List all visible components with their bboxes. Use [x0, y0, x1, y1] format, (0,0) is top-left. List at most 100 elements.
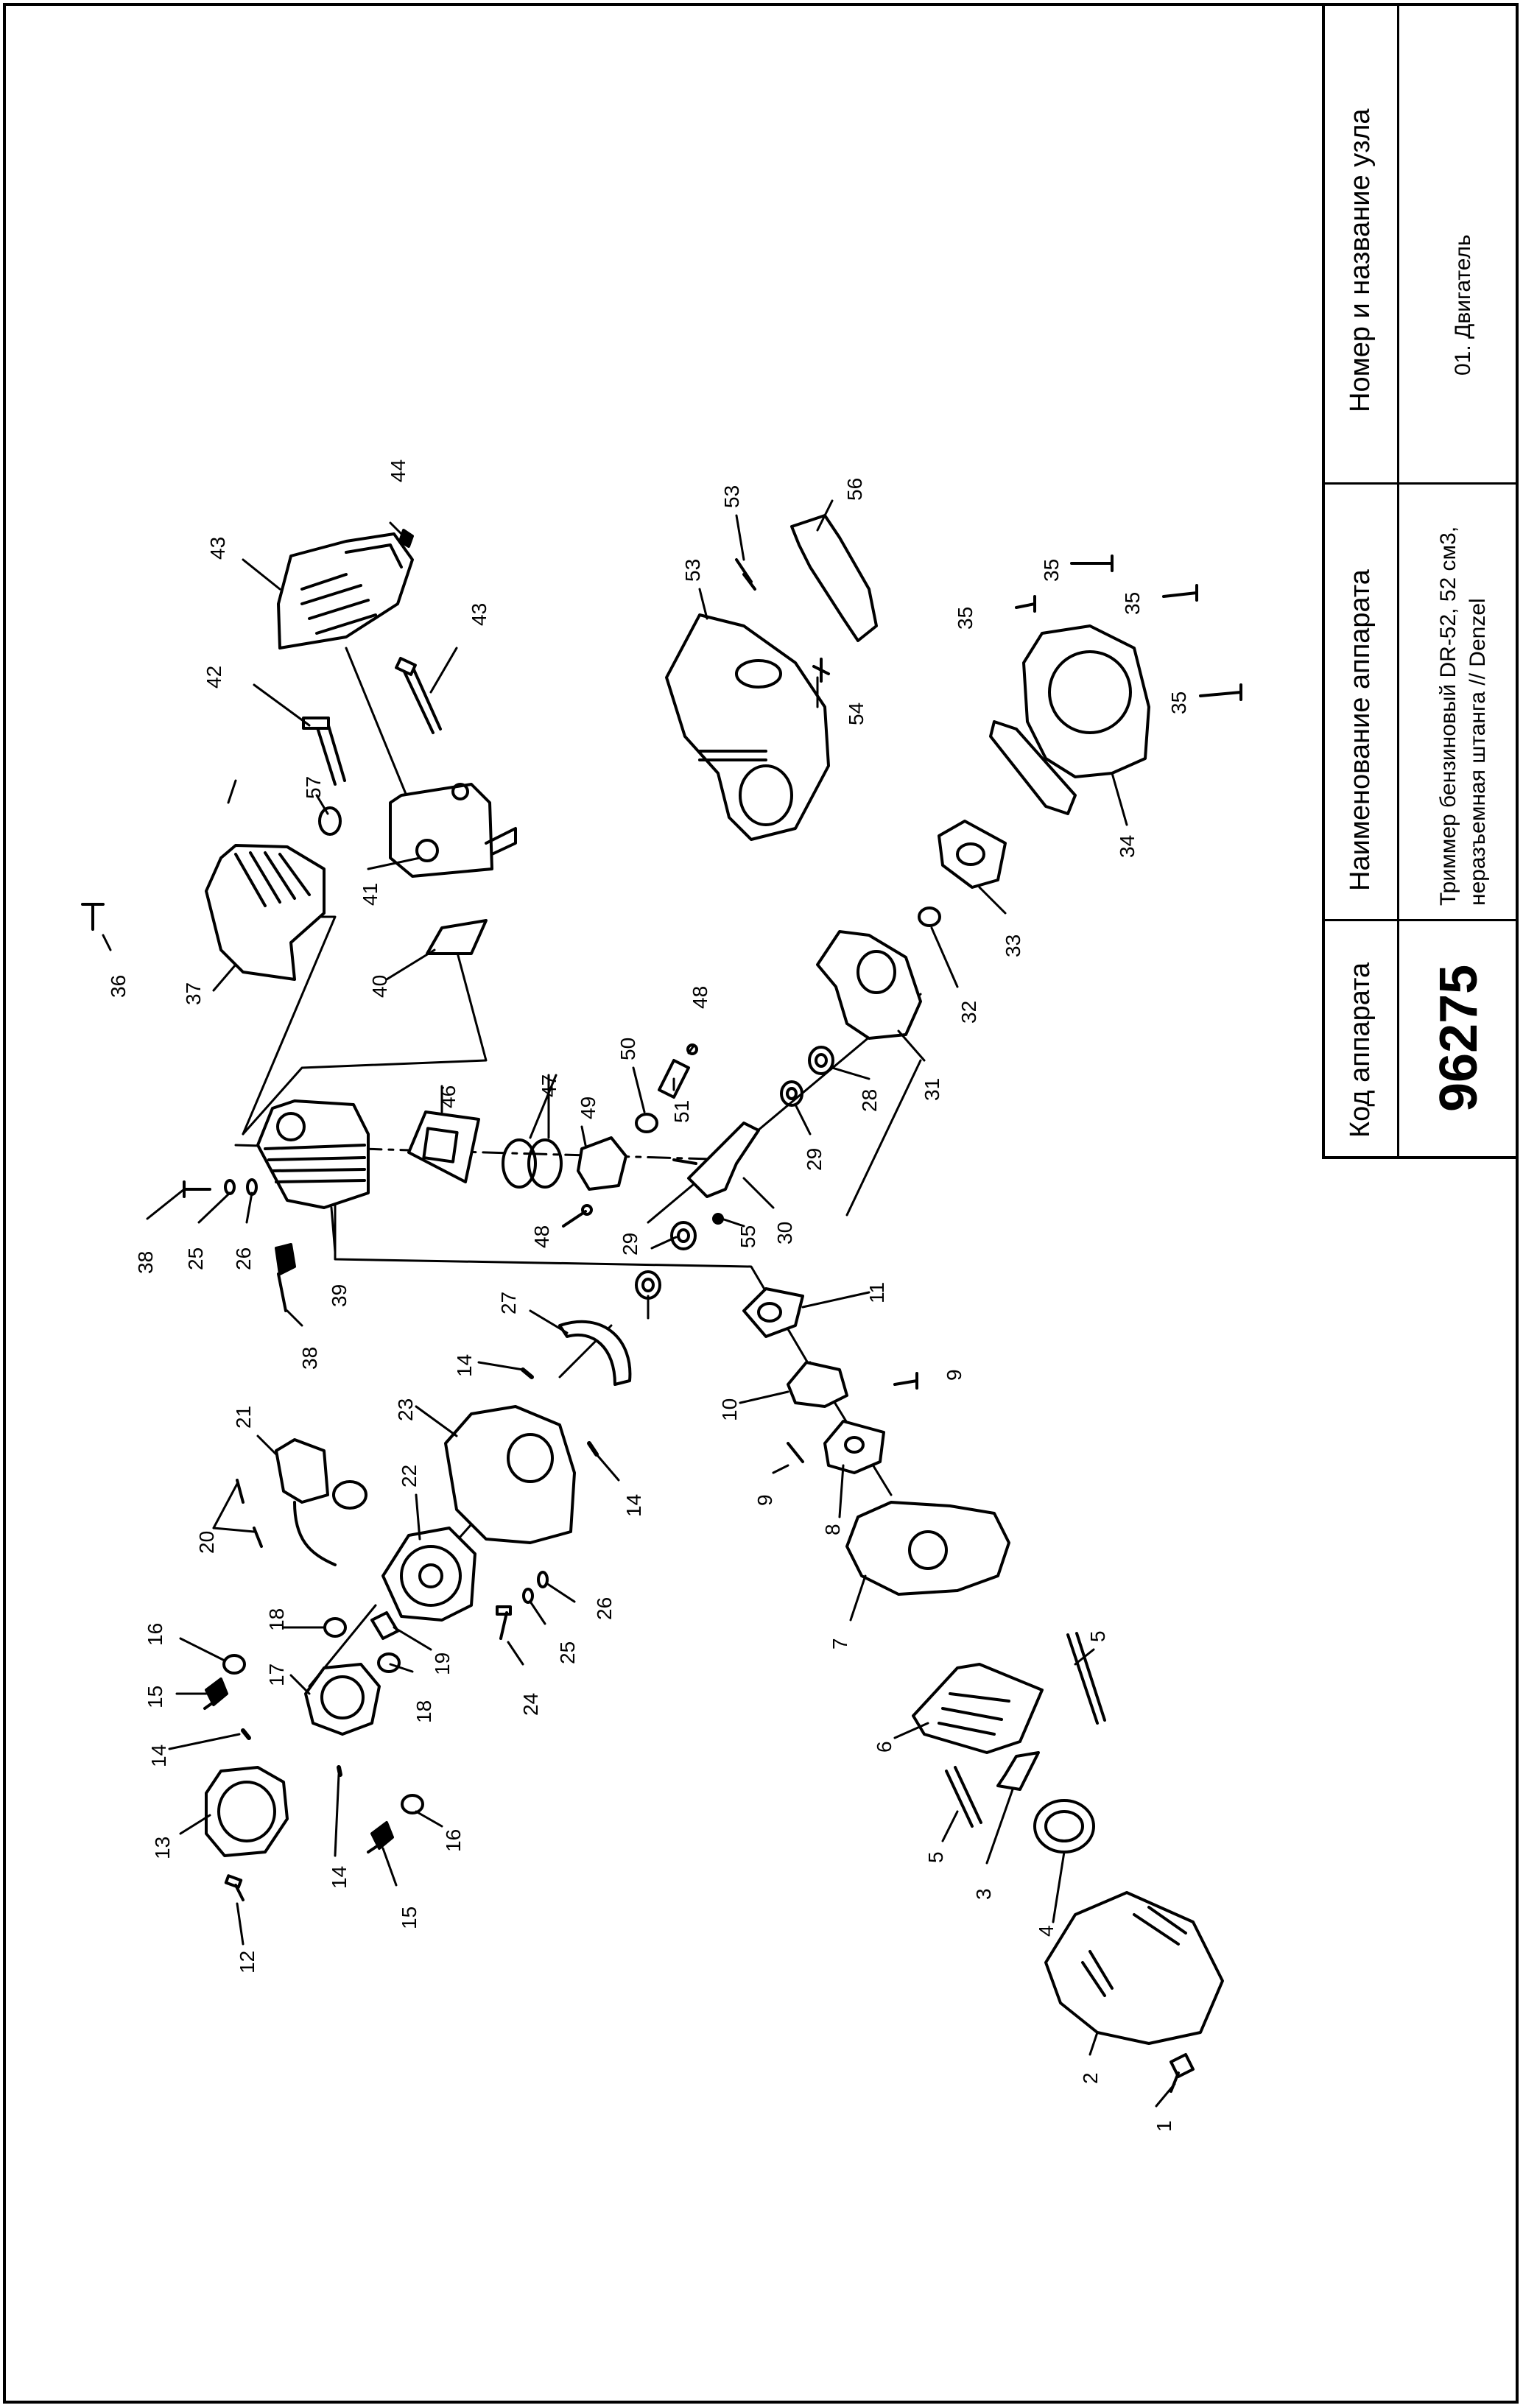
label-15: 15: [144, 1686, 166, 1708]
label-7: 7: [829, 1638, 851, 1650]
label-50: 50: [616, 1038, 639, 1060]
part-29-bearing: [780, 1080, 803, 1107]
part-4-filter-element: [1033, 1799, 1095, 1853]
part-2-filter-cover: [1044, 1891, 1224, 2045]
title-block: [1322, 3, 1519, 1159]
guide-line: [334, 1191, 826, 1393]
label-11: 11: [865, 1282, 888, 1303]
part-27-hose-clip: [558, 1320, 632, 1386]
part-14-screw: [337, 1765, 342, 1777]
part-13-clutch-housing: [205, 1766, 289, 1857]
part-14-screw: [587, 1441, 599, 1457]
label-18: 18: [265, 1608, 288, 1631]
label-30: 30: [773, 1222, 796, 1245]
label-51: 51: [670, 1100, 693, 1123]
part-31-crankcase: [816, 930, 922, 1040]
part-14-screw: [241, 1728, 251, 1740]
label-23: 23: [394, 1398, 417, 1421]
part-16-washer: [222, 1654, 246, 1675]
part-37-cover: [205, 844, 326, 981]
label-55: 55: [736, 1225, 759, 1248]
part-18-washer: [377, 1652, 401, 1673]
part-11-gasket: [742, 1287, 804, 1338]
part-9-screw: [893, 1372, 918, 1390]
part-20-screw: [236, 1479, 263, 1548]
part-3-bracket: [996, 1751, 1040, 1791]
label-22: 22: [398, 1465, 421, 1488]
part-16-washer: [401, 1794, 424, 1814]
part-46-gasket: [407, 1110, 480, 1183]
label-29: 29: [803, 1148, 826, 1171]
part-12-screw: [224, 1874, 245, 1901]
part-35-screw: [1070, 555, 1114, 572]
part-57-bushing: [318, 806, 342, 836]
part-42-muffler: [389, 783, 517, 878]
label-38: 38: [134, 1251, 157, 1274]
part-5-bolt: [1066, 1632, 1106, 1725]
part-26-ring: [537, 1571, 549, 1588]
label-45: 44: [387, 460, 409, 482]
label-42: 41: [359, 883, 381, 906]
part-47-piston-rings: [502, 1138, 563, 1189]
label-57: 57: [302, 776, 325, 799]
part-23-crankcase-half: [444, 1405, 576, 1544]
part-21-ignition-coil: [275, 1438, 367, 1566]
label-37: 37: [182, 982, 205, 1005]
label-53: 54: [845, 703, 868, 725]
part-50-pin: [635, 1113, 658, 1133]
leader-lines: [102, 499, 1176, 2108]
label-25: 25: [556, 1641, 579, 1664]
part-41-gasket: [426, 919, 488, 955]
label-8: 8: [821, 1524, 844, 1535]
part-49-piston: [577, 1136, 627, 1191]
part-34-starter: [989, 624, 1150, 815]
label-35: 35: [954, 607, 977, 630]
part-43-bolt: [302, 717, 346, 786]
part-53-screw: [812, 658, 830, 683]
part-15-bolt: [203, 1677, 228, 1710]
part-33-pulley: [938, 820, 1007, 889]
label-26: 26: [232, 1247, 255, 1270]
label-9: 9: [753, 1494, 776, 1506]
label-35: 35: [1167, 691, 1190, 714]
part-56-seal: [635, 1270, 661, 1300]
part-19-spring: [370, 1611, 399, 1640]
label-52: 53: [681, 559, 704, 582]
label-31: 31: [921, 1078, 943, 1101]
label-48: 48: [530, 1225, 553, 1248]
label-26: 26: [593, 1597, 616, 1620]
part-22-flywheel: [381, 1527, 476, 1622]
label-35: 35: [1121, 592, 1144, 615]
label-16: 16: [442, 1829, 465, 1852]
label-54: 56: [843, 478, 866, 501]
part-24-screw: [496, 1605, 512, 1640]
part-35-screw: [1199, 683, 1242, 701]
label-14: 14: [622, 1494, 645, 1517]
part-40-cylinder: [256, 1099, 370, 1209]
label-39: 38: [298, 1347, 321, 1370]
label-27: 27: [497, 1292, 520, 1314]
part-32-washer: [918, 906, 941, 927]
label-53: 53: [720, 485, 743, 508]
part-48-clip: [686, 1043, 698, 1055]
label-28: 28: [858, 1089, 881, 1112]
sheet-border: [3, 3, 1519, 2404]
label-20: 20: [195, 1531, 218, 1554]
label-46: 46: [437, 1085, 460, 1108]
part-35-screw: [1015, 595, 1036, 613]
label-5: 5: [1086, 1630, 1109, 1642]
label-47: 47: [538, 1074, 560, 1097]
label-48: 48: [689, 986, 711, 1009]
label-36: 36: [107, 975, 130, 998]
part-25-washer: [224, 1179, 236, 1195]
part-8-gasket: [823, 1420, 885, 1474]
part-5-bolt: [945, 1766, 982, 1828]
label-17: 17: [265, 1664, 288, 1686]
part-44-top-cover: [277, 532, 414, 649]
label-5: 5: [924, 1851, 947, 1863]
part-labels: 44 43 43 42 57 41 40 37 36 53 56 53 54 3…: [107, 460, 1190, 2132]
part-36-screw: [81, 903, 105, 931]
title-block-row-divider: [1322, 919, 1519, 921]
